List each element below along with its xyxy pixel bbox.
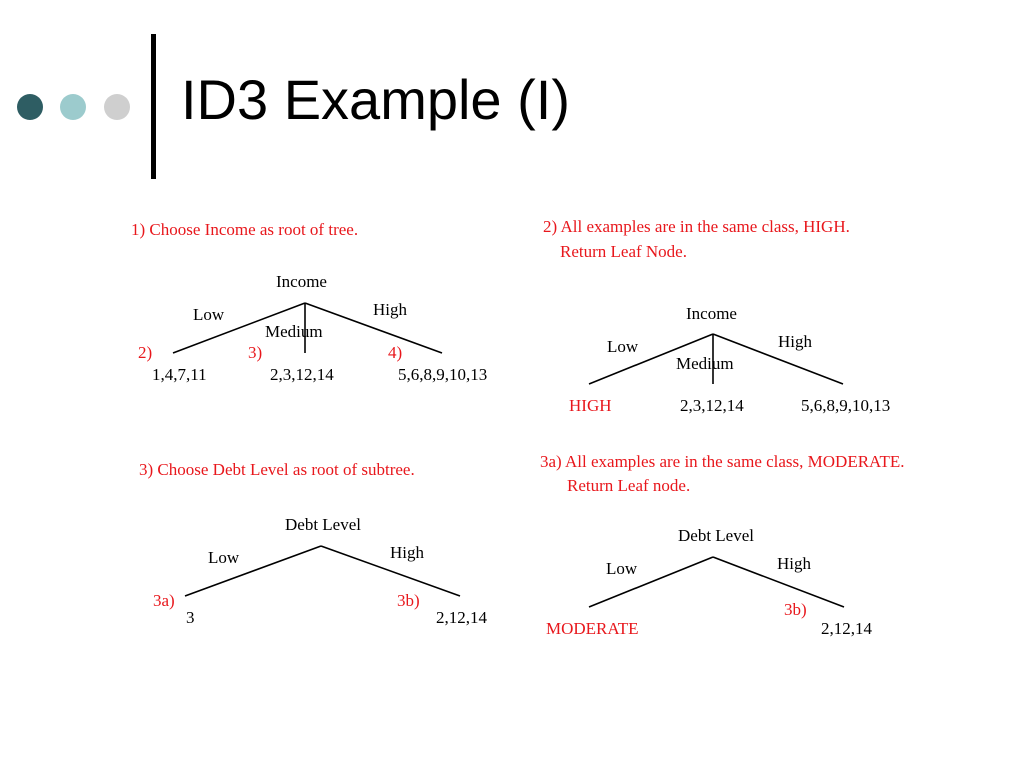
panel-1-caption: 1) Choose Income as root of tree. xyxy=(131,220,358,239)
panel-3-edge-high xyxy=(320,545,461,597)
panel-2: 2) All examples are in the same class, H… xyxy=(543,217,890,415)
panel-1-leaf-high: 5,6,8,9,10,13 xyxy=(398,365,487,384)
panel-4-step-high: 3b) xyxy=(784,600,807,619)
panel-3-leaf-low: 3 xyxy=(186,608,195,627)
panel-4: 3a) All examples are in the same class, … xyxy=(540,452,904,638)
bullet-dot-icon xyxy=(60,94,86,120)
panel-2-branch-high: High xyxy=(778,332,813,351)
panel-4-caption-line-2: Return Leaf node. xyxy=(567,476,690,495)
panel-2-leaf-low: HIGH xyxy=(569,396,612,415)
panel-2-leaf-medium: 2,3,12,14 xyxy=(680,396,744,415)
panel-4-caption-line-1: 3a) All examples are in the same class, … xyxy=(540,452,904,471)
panel-4-branch-low: Low xyxy=(606,559,638,578)
panel-1-step-medium: 3) xyxy=(248,343,262,362)
panel-1-branch-medium: Medium xyxy=(265,322,323,341)
panel-4-leaf-low: MODERATE xyxy=(546,619,639,638)
panel-1-branch-low: Low xyxy=(193,305,225,324)
panel-1-root-label: Income xyxy=(276,272,327,291)
panel-3-edge-low xyxy=(184,545,322,597)
panel-2-branch-low: Low xyxy=(607,337,639,356)
panel-1-branch-high: High xyxy=(373,300,408,319)
panel-2-caption-line-1: 2) All examples are in the same class, H… xyxy=(543,217,850,236)
panel-4-branch-high: High xyxy=(777,554,812,573)
panel-1-step-high: 4) xyxy=(388,343,402,362)
panel-1-leaf-medium: 2,3,12,14 xyxy=(270,365,334,384)
panel-1: 1) Choose Income as root of tree. Income… xyxy=(131,220,487,384)
panel-1-step-low: 2) xyxy=(138,343,152,362)
panel-4-leaf-high: 2,12,14 xyxy=(821,619,873,638)
panel-1-leaf-low: 1,4,7,11 xyxy=(152,365,207,384)
title-divider xyxy=(151,34,156,179)
panel-3-branch-low: Low xyxy=(208,548,240,567)
bullet-dot-icon xyxy=(104,94,130,120)
panel-2-edge-high xyxy=(712,333,844,385)
panel-4-edge-high xyxy=(712,556,845,608)
panel-4-root-label: Debt Level xyxy=(678,526,754,545)
panel-1-edge-high xyxy=(304,302,443,354)
bullet-dot-icon xyxy=(17,94,43,120)
panel-4-edge-low xyxy=(588,556,714,608)
panel-3: 3) Choose Debt Level as root of subtree.… xyxy=(139,460,488,627)
panel-2-leaf-high: 5,6,8,9,10,13 xyxy=(801,396,890,415)
panel-3-root-label: Debt Level xyxy=(285,515,361,534)
panel-2-edge-low xyxy=(588,333,714,385)
panel-3-step-low: 3a) xyxy=(153,591,175,610)
panel-2-branch-medium: Medium xyxy=(676,354,734,373)
panel-2-root-label: Income xyxy=(686,304,737,323)
page-title: ID3 Example (I) xyxy=(181,68,570,131)
panel-3-branch-high: High xyxy=(390,543,425,562)
panel-1-edge-low xyxy=(172,302,306,354)
panel-3-step-high: 3b) xyxy=(397,591,420,610)
panel-3-leaf-high: 2,12,14 xyxy=(436,608,488,627)
panel-3-caption: 3) Choose Debt Level as root of subtree. xyxy=(139,460,415,479)
panel-2-caption-line-2: Return Leaf Node. xyxy=(560,242,687,261)
